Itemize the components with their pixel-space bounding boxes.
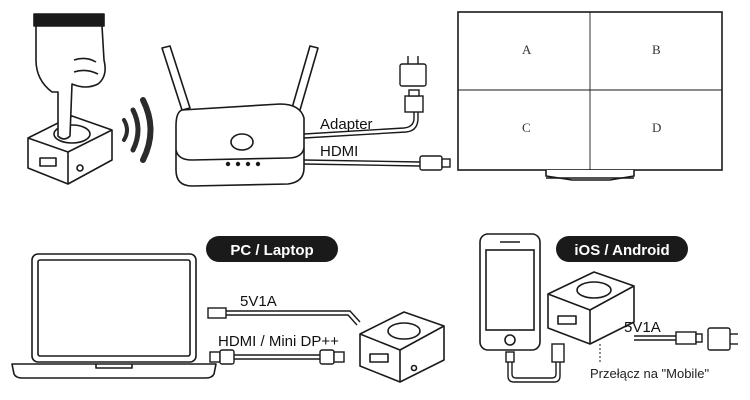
mobile-section: iOS / Android <box>479 233 738 383</box>
laptop-power-cable <box>207 307 361 326</box>
quadrant-d-label: D <box>652 120 661 135</box>
hdmi-plug-icon <box>219 349 235 365</box>
wireless-signal-icon <box>122 97 154 163</box>
phone-icon <box>479 233 541 351</box>
mobile-switch-note: Przełącz na "Mobile" <box>590 366 709 381</box>
hand-icon <box>33 13 106 140</box>
hdmi-label: HDMI <box>320 143 358 160</box>
pc-laptop-pill <box>206 236 338 262</box>
mobile-power-label: 5V1A <box>624 319 661 336</box>
phone-cable <box>505 343 565 383</box>
usb-plug-icon <box>675 331 697 345</box>
laptop-section: PC / Laptop 5V1A HDMI / Mini DP++ <box>11 236 445 383</box>
usb-plug-icon <box>207 307 227 319</box>
pc-laptop-title: PC / Laptop <box>230 242 313 259</box>
hdmi-cable-top <box>303 155 451 171</box>
tv-display <box>457 11 723 181</box>
hdmi-plug-icon <box>419 155 443 171</box>
laptop-icon <box>11 253 217 379</box>
transmitter-button-device-laptop <box>359 311 445 383</box>
power-adapter-icon <box>707 327 738 351</box>
laptop-video-cable <box>209 349 345 365</box>
quadrant-c-label: C <box>522 120 531 135</box>
ios-android-pill <box>556 236 688 262</box>
transmitter-button-device-mobile <box>547 271 635 345</box>
quadrant-a-label: A <box>522 42 532 57</box>
ios-android-title: iOS / Android <box>574 242 669 259</box>
laptop-power-label: 5V1A <box>240 293 277 310</box>
receiver-device <box>161 45 319 187</box>
hand-press-illustration <box>27 13 154 185</box>
mobile-power-cable <box>634 327 738 351</box>
quadrant-b-label: B <box>652 42 661 57</box>
usb-plug-icon <box>551 343 565 363</box>
usb-plug-icon <box>404 95 424 113</box>
antenna-left-icon <box>161 45 191 111</box>
adapter-label: Adapter <box>320 116 373 133</box>
adapter-cable <box>303 56 427 139</box>
antenna-right-icon <box>291 45 319 111</box>
laptop-video-label: HDMI / Mini DP++ <box>218 333 339 350</box>
power-adapter-icon <box>399 56 427 87</box>
